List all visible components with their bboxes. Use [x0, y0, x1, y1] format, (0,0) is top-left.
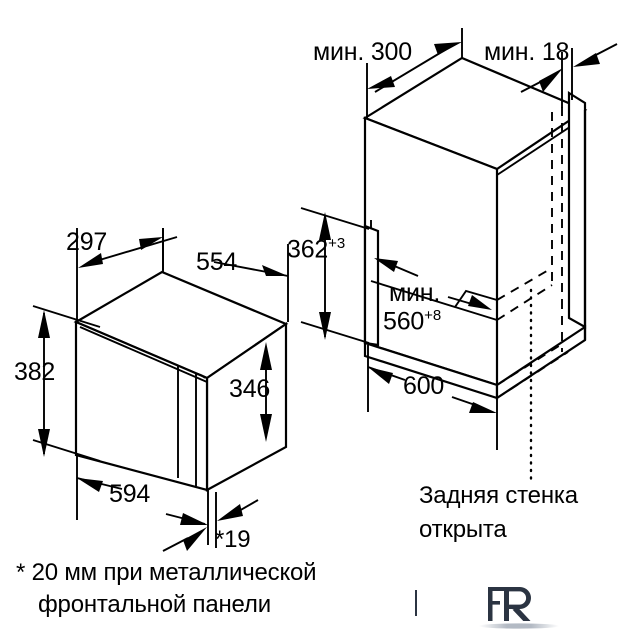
dim-554-group	[213, 244, 289, 322]
cabinet-left-panel-lower	[363, 224, 380, 347]
dim-362-ext-bottom	[300, 321, 370, 344]
dim-382-arrow-down	[38, 429, 50, 457]
dim-label-min-18: мин. 18	[484, 38, 570, 66]
dim-min18-group	[520, 43, 618, 108]
back-wall-note-line2: открыта	[419, 516, 507, 543]
dim-min560-leader-left	[391, 264, 419, 277]
dim-19-group	[162, 489, 259, 552]
dim-382-group	[32, 305, 101, 462]
dim-297-arrow-left	[78, 253, 103, 268]
dim-362-arrow-up	[319, 212, 331, 240]
dim-600-arrow-right	[469, 402, 497, 413]
dim-362-arrow-down	[319, 312, 331, 340]
watermark-shadow	[479, 623, 559, 629]
dim-min560-group	[374, 258, 492, 310]
appliance-box	[73, 270, 289, 492]
dim-label-19: *19	[215, 526, 251, 553]
dim-594-arrow-left	[77, 478, 103, 492]
dim-min560-arrow-right	[468, 295, 492, 310]
dim-label-min-300: мин. 300	[313, 38, 412, 66]
dim-label-297: 297	[66, 228, 108, 256]
dim-label-362-tolerance: +3	[328, 235, 346, 252]
watermark-logo	[474, 583, 564, 635]
dim-297-group	[76, 228, 178, 320]
cabinet-shelf-notch-2	[454, 306, 498, 321]
dim-600-arrow-left	[368, 367, 393, 384]
dim-297-arrow-right	[139, 237, 163, 250]
dim-label-594: 594	[109, 480, 151, 508]
dim-label-362-value: 362	[287, 235, 329, 264]
dim-346-arrow-up	[260, 342, 272, 370]
watermark-glyph-fr	[488, 587, 531, 621]
cabinet-right-panel	[567, 91, 587, 329]
dim-min18-arrow-right	[573, 53, 600, 67]
dim-label-560-value: 560	[383, 307, 425, 336]
appliance-top-edge-inner	[79, 326, 208, 383]
dim-label-554: 554	[196, 248, 238, 276]
dim-554-arrow-right	[262, 265, 288, 276]
dim-600-group	[367, 345, 498, 450]
dim-594-arrow-right	[180, 513, 208, 525]
footnote-line1: * 20 мм при металлической	[16, 559, 317, 586]
dim-382-arrow-up	[38, 310, 50, 338]
cabinet-base-side	[495, 324, 587, 401]
dim-346-group	[260, 342, 272, 442]
cabinet-shelf-notch	[370, 280, 498, 309]
cabinet-hidden-base-diagonal	[496, 343, 563, 386]
cabinet-hidden-back-diagonal-2	[496, 267, 553, 301]
dim-362-group	[300, 207, 370, 344]
cabinet-hidden-back-diagonal	[496, 284, 553, 321]
dim-19-arrow-right	[217, 504, 243, 521]
dim-label-560-tolerance: +8	[424, 307, 442, 324]
watermark-svg	[479, 587, 559, 629]
dim-min300-group	[366, 28, 463, 118]
appliance-door-radius	[195, 373, 206, 379]
back-wall-note-line1: Задняя стенка	[419, 482, 578, 509]
dim-label-560: 560+8	[383, 308, 441, 334]
dim-594-group	[76, 455, 208, 525]
dim-min560-arrow-left	[374, 258, 398, 272]
dim-label-346: 346	[229, 375, 271, 403]
dim-label-min-prefix: мин.	[389, 279, 441, 307]
dim-min300-arrow-right	[434, 42, 462, 55]
dim-min18-arrow-left	[539, 68, 563, 92]
dim-362-ext-top	[300, 207, 370, 230]
dim-346-arrow-down	[260, 414, 272, 442]
cabinet-hidden-base-diagonal-2	[496, 351, 569, 399]
dim-min300-arrow-left	[367, 76, 395, 89]
dim-label-382: 382	[14, 358, 56, 386]
dim-label-600: 600	[403, 372, 445, 400]
dim-label-362: 362+3	[287, 236, 345, 262]
dim-382-ext-top	[32, 305, 101, 328]
dim-19-arrow-left	[183, 527, 207, 551]
dim-min560-leader-right	[447, 296, 473, 305]
appliance-door-face	[74, 320, 209, 492]
footnote-line2: фронтальной панели	[38, 591, 271, 618]
watermark-divider	[415, 590, 417, 616]
cabinet-niche	[362, 56, 588, 482]
